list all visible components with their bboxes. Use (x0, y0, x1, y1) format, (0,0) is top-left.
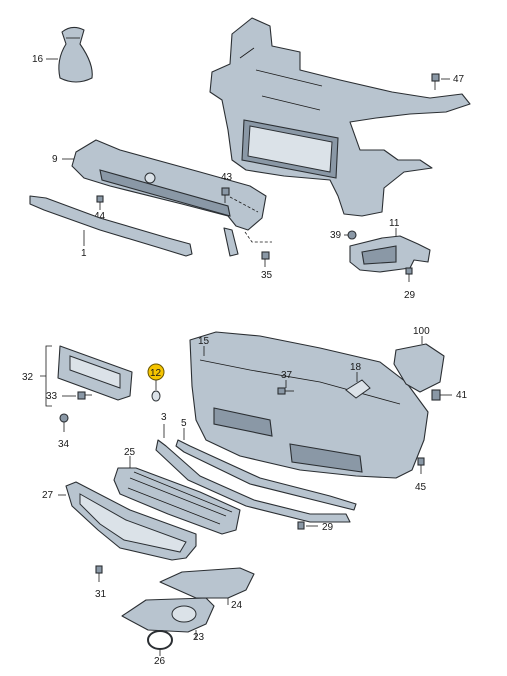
label-43: 43 (221, 172, 233, 183)
label-18: 18 (350, 362, 362, 373)
part-12-cap[interactable] (147, 363, 165, 402)
lock-carrier[interactable] (209, 17, 471, 217)
part-100-side-bracket[interactable] (393, 343, 445, 393)
label-37: 37 (281, 370, 293, 381)
label-9: 9 (52, 154, 58, 165)
label-15: 15 (198, 336, 210, 347)
label-16: 16 (32, 54, 44, 65)
label-31: 31 (95, 589, 107, 600)
label-1: 1 (81, 248, 87, 259)
clip-39[interactable] (347, 230, 357, 240)
bolt-37[interactable] (277, 387, 294, 395)
bolt-45[interactable] (417, 457, 425, 474)
bolt-31[interactable] (95, 565, 103, 582)
label-29-upper: 29 (404, 290, 416, 301)
label-25: 25 (124, 447, 136, 458)
label-23: 23 (193, 632, 205, 643)
part-34-clip[interactable] (59, 413, 69, 432)
bolt-35[interactable] (261, 251, 270, 267)
part-41-clip[interactable] (431, 389, 441, 401)
part-25-grille[interactable] (113, 467, 241, 535)
label-44: 44 (94, 211, 106, 222)
dash-35 (244, 231, 272, 243)
part-9-reinforcement[interactable] (71, 139, 267, 257)
label-45: 45 (415, 482, 427, 493)
part-15-bumper-cover[interactable] (189, 331, 429, 479)
bolt-43[interactable] (221, 187, 230, 203)
label-41: 41 (456, 390, 468, 401)
label-26: 26 (154, 656, 166, 667)
label-32: 32 (22, 372, 34, 383)
bolt-29-upper[interactable] (405, 267, 413, 282)
bolt-44[interactable] (96, 195, 104, 210)
dash-43 (229, 196, 259, 213)
part-24-trim[interactable] (159, 567, 255, 599)
label-3: 3 (161, 412, 167, 423)
bolt-47[interactable] (431, 73, 440, 90)
label-11: 11 (389, 218, 400, 229)
label-47: 47 (453, 74, 465, 85)
part-32-plate-holder[interactable] (57, 345, 133, 401)
bracket-32 (40, 345, 52, 407)
part-26-ring[interactable] (147, 630, 173, 650)
part-18-tow-cap[interactable] (345, 379, 371, 399)
bolt-33[interactable] (77, 391, 92, 400)
part-3-spoiler[interactable] (155, 439, 351, 523)
label-12: 12 (150, 368, 162, 379)
part-5-lower-strip[interactable] (175, 439, 357, 511)
part-27-frame[interactable] (65, 481, 197, 561)
label-34: 34 (58, 439, 70, 450)
label-35: 35 (261, 270, 273, 281)
label-27: 27 (42, 490, 54, 501)
label-39: 39 (330, 230, 342, 241)
label-5: 5 (181, 418, 187, 429)
label-100: 100 (413, 326, 430, 337)
part-16-bag[interactable] (58, 26, 93, 83)
part-23-fog-cover[interactable] (121, 597, 215, 633)
bolt-29-lower[interactable] (297, 521, 305, 530)
part-1-strip[interactable] (29, 195, 193, 257)
label-24: 24 (231, 600, 243, 611)
label-33: 33 (46, 391, 58, 402)
label-29-lower: 29 (322, 522, 334, 533)
part-11-bracket[interactable] (349, 235, 431, 273)
